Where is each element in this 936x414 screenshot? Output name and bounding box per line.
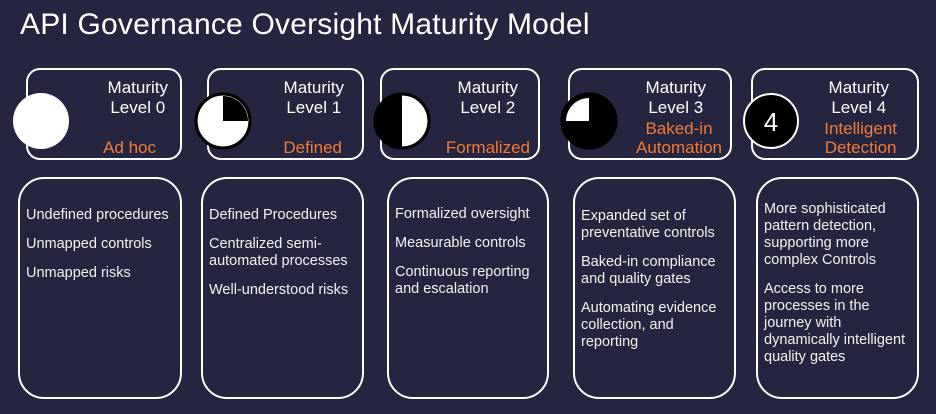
list-item: Automating evidence collection, and repo… xyxy=(581,300,717,350)
harvey-ball-full-icon: 4 xyxy=(743,93,799,149)
level-heading: Maturity Level 1 xyxy=(283,78,344,117)
description-list: Formalized oversight Measurable controls… xyxy=(395,206,543,310)
list-item: Well-understood risks xyxy=(209,282,349,298)
level-name: Ad hoc xyxy=(103,138,156,157)
list-item: Unmapped controls xyxy=(26,236,152,252)
list-item: More sophisticated pattern detection, su… xyxy=(764,201,886,268)
list-item: Measurable controls xyxy=(395,235,526,251)
level-3-description-box: Expanded set of preventative controls Ba… xyxy=(573,177,736,399)
list-item: Undefined procedures xyxy=(26,207,169,223)
level-4-box: Maturity Level 4 Intelligent Detection xyxy=(751,68,919,160)
page-title: API Governance Oversight Maturity Model xyxy=(20,8,590,41)
level-heading: Maturity Level 0 xyxy=(107,78,168,117)
level-1-box: Maturity Level 1 Defined xyxy=(207,68,364,160)
level-heading: Maturity Level 4 xyxy=(828,78,889,117)
list-item: Centralized semi-automated processes xyxy=(209,236,348,269)
list-item: Defined Procedures xyxy=(209,207,338,223)
level-name: Baked-in Automation xyxy=(636,119,722,157)
description-list: Defined Procedures Centralized semi-auto… xyxy=(209,207,358,311)
level-name: Formalized xyxy=(445,138,530,157)
harvey-ball-half-icon xyxy=(373,92,431,150)
harvey-ball-three-quarter-icon xyxy=(560,92,618,150)
level-name: Intelligent Detection xyxy=(824,119,897,157)
level-1-description-box: Defined Procedures Centralized semi-auto… xyxy=(201,177,364,399)
level-heading: Maturity Level 2 xyxy=(457,78,518,117)
list-item: Expanded set of preventative controls xyxy=(581,208,715,241)
list-item: Formalized oversight xyxy=(395,206,530,222)
list-item: Unmapped risks xyxy=(26,265,131,281)
description-list: Expanded set of preventative controls Ba… xyxy=(581,208,730,363)
level-4-description-box: More sophisticated pattern detection, su… xyxy=(756,177,919,399)
level-badge-number: 4 xyxy=(764,107,778,137)
level-heading: Maturity Level 3 xyxy=(645,78,706,117)
level-name: Defined xyxy=(283,138,342,157)
description-list: Undefined procedures Unmapped controls U… xyxy=(26,207,176,294)
list-item: Access to more processes in the journey … xyxy=(764,281,906,365)
harvey-ball-empty-icon xyxy=(13,93,69,149)
list-item: Baked-in compliance and quality gates xyxy=(581,254,716,287)
description-list: More sophisticated pattern detection, su… xyxy=(764,201,913,378)
list-item: Continuous reporting and escalation xyxy=(395,264,530,297)
level-2-description-box: Formalized oversight Measurable controls… xyxy=(387,177,549,399)
level-0-description-box: Undefined procedures Unmapped controls U… xyxy=(18,177,182,399)
harvey-ball-quarter-icon xyxy=(194,92,252,150)
